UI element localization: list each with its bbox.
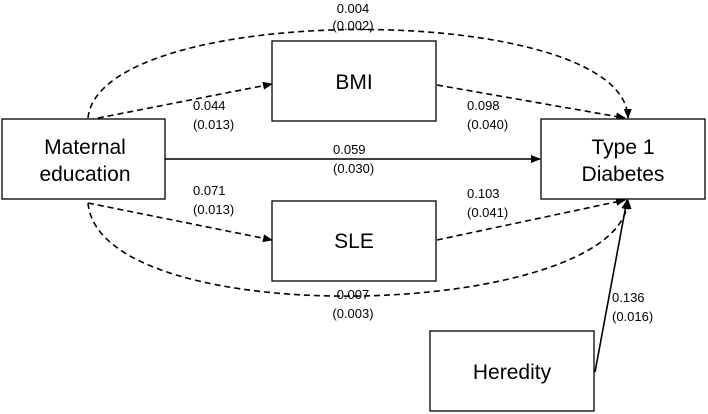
coef-bmi-to-t1d-estimate: 0.098	[467, 98, 500, 113]
node-maternal-education: Maternal education	[1, 118, 166, 200]
edge-heredity-to-t1d	[594, 199, 630, 373]
coef-bmi-to-t1d-se: (0.040)	[467, 117, 508, 132]
coef-me-to-bmi-estimate: 0.044	[193, 98, 226, 113]
coef-heredity-to-t1d-se: (0.016)	[612, 309, 653, 324]
coef-sle-to-t1d-estimate: 0.103	[467, 186, 500, 201]
coef-me-to-bmi-se: (0.013)	[193, 117, 234, 132]
node-maternal-education-line1: Maternal	[44, 136, 126, 159]
coef-me-to-sle-estimate: 0.071	[193, 183, 226, 198]
coef-sle-to-t1d-se: (0.041)	[467, 205, 508, 220]
node-bmi-label: BMI	[335, 71, 372, 94]
coef-heredity-to-t1d-estimate: 0.136	[612, 290, 645, 305]
coef-direct-top-estimate: 0.004	[337, 1, 370, 16]
node-heredity: Heredity	[429, 330, 595, 412]
edge-sle-to-t1d	[436, 197, 626, 241]
node-sle-label: SLE	[334, 230, 374, 253]
coef-me-to-t1d-estimate: 0.059	[333, 142, 366, 157]
node-bmi: BMI	[271, 40, 437, 122]
coef-me-to-sle-se: (0.013)	[193, 202, 234, 217]
node-heredity-label: Heredity	[473, 361, 552, 384]
coef-direct-top-se: (0.002)	[332, 18, 373, 33]
edge-direct-top	[87, 28, 632, 119]
node-sle: SLE	[271, 200, 437, 282]
edge-me-to-bmi	[87, 81, 273, 121]
node-type1-diabetes-line1: Type 1	[591, 136, 654, 159]
node-type1-diabetes-line2: Diabetes	[582, 163, 665, 186]
edge-bmi-to-t1d	[436, 84, 626, 121]
edge-me-to-sle	[87, 202, 273, 243]
node-type1-diabetes: Type 1 Diabetes	[540, 118, 706, 200]
coef-me-to-t1d-se: (0.030)	[333, 161, 374, 176]
coef-direct-bottom-se: (0.003)	[332, 306, 373, 321]
coef-direct-bottom-estimate: 0.007	[337, 287, 370, 302]
edge-direct-bottom	[87, 199, 632, 297]
node-maternal-education-line2: education	[39, 163, 130, 186]
